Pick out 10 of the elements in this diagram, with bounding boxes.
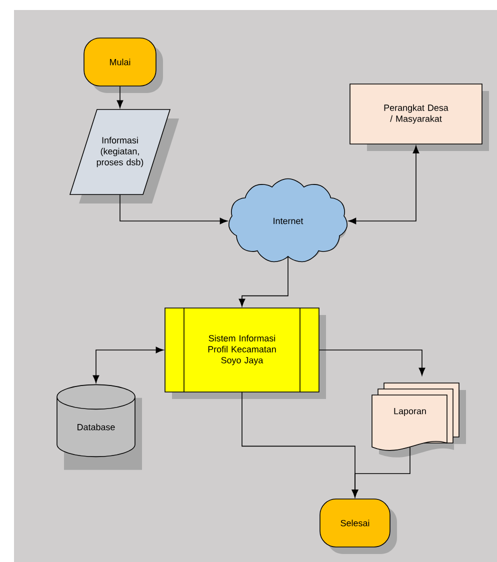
process-box: Sistem Informasi Profil Kecamatan Soyo Jaya [164,308,326,399]
entity-box: Perangkat Desa / Masyarakat [350,84,489,151]
arrow [92,346,164,384]
arrow [238,256,288,307]
arrow [120,194,228,224]
arrow [352,446,410,498]
document-stack: Laporan [372,382,466,458]
arrow [348,146,420,224]
arrow [116,86,124,108]
arrow [318,350,426,376]
